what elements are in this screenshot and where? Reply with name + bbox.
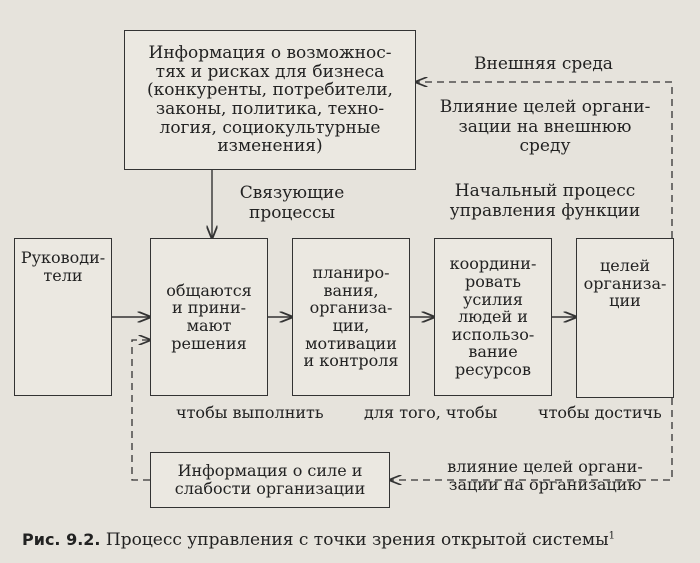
dashed-bottom-to-communicate — [131, 340, 150, 481]
in-order-to-label: для того, чтобы — [364, 403, 498, 422]
dashed-feedback-internal — [390, 398, 673, 480]
managers-box: Руководи- тели — [14, 238, 112, 396]
figure-caption: Рис. 9.2. Процесс управления с точки зре… — [22, 530, 615, 550]
caption-text: Процесс управления с точки зрения открыт… — [105, 530, 609, 550]
communicate-box: общаются и прини- мают решения — [150, 238, 268, 396]
top-info-text: Информация о возможнос- тях и рисках для… — [147, 42, 393, 157]
coordinate-box: координи- ровать усилия людей и использо… — [434, 238, 552, 396]
to-achieve-label: чтобы достичь — [538, 403, 662, 422]
bottom-info-box: Информация о силе и слабости организации — [150, 452, 390, 508]
top-info-box: Информация о возможнос- тях и рисках для… — [124, 30, 416, 170]
planning-box: планиро- вания, организа- ции, мотивации… — [292, 238, 410, 396]
caption-label: Рис. 9.2. — [22, 530, 101, 549]
influence-organization-label: влияние целей органи- зации на организац… — [447, 457, 643, 495]
dashed-feedback-external — [416, 82, 673, 238]
initial-process-label: Начальный процесс управления функции — [449, 181, 641, 221]
to-perform-label: чтобы выполнить — [176, 403, 324, 422]
caption-footnote: 1 — [608, 530, 616, 542]
goals-box: целей организа- ции — [576, 238, 674, 398]
linking-processes-label: Связующие процессы — [239, 183, 345, 223]
influence-environment-label: Влияние целей органи- зации на внешнюю с… — [439, 97, 651, 157]
external-environment-label: Внешняя среда — [474, 54, 613, 74]
